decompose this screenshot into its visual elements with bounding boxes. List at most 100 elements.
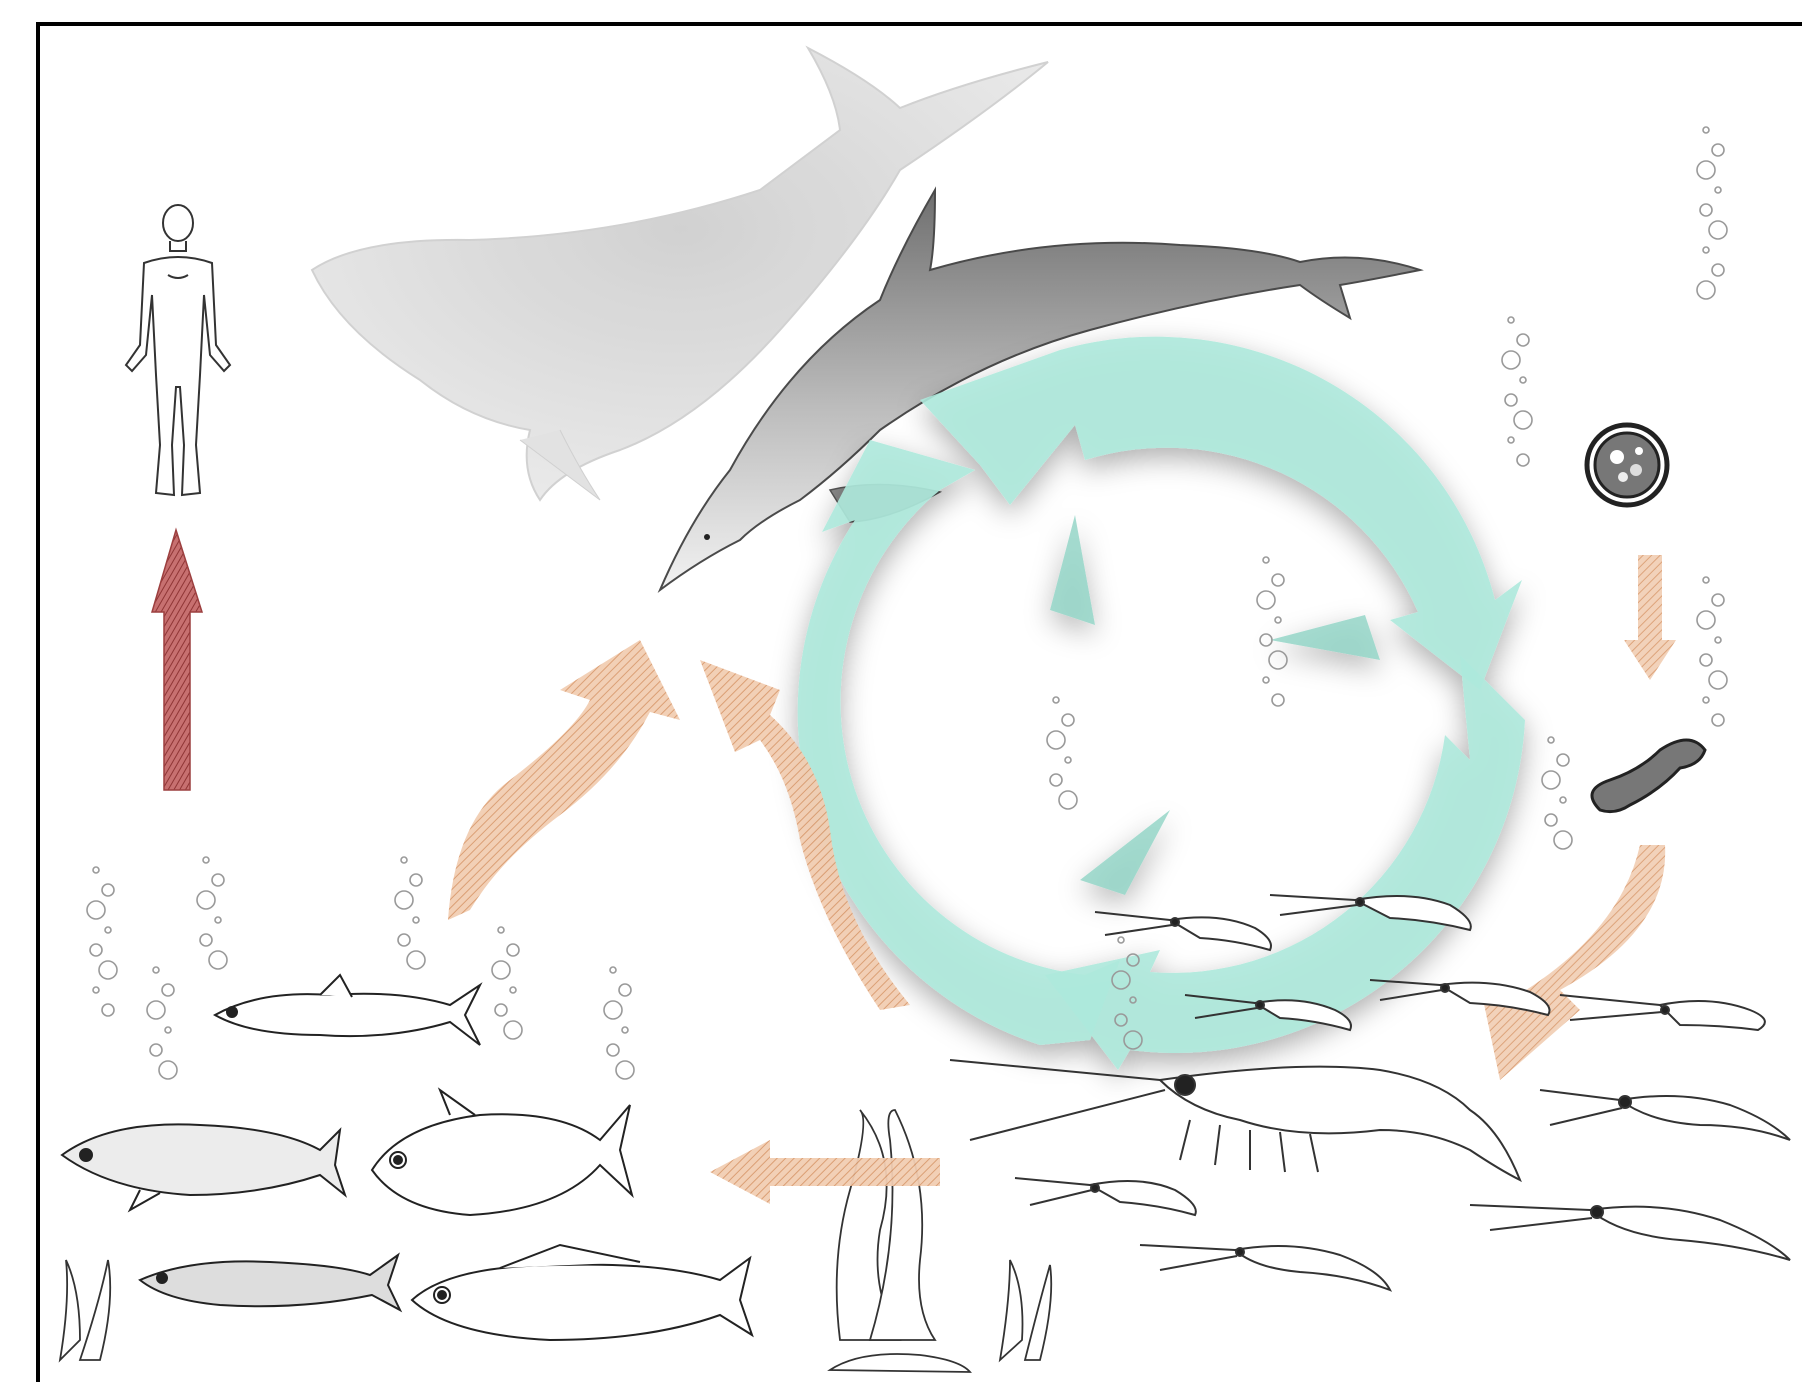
bubble [1712,144,1724,156]
bubble [401,857,407,863]
flow-arrow-larva-to-krill [1480,845,1665,1080]
bubble [1715,637,1721,643]
bubble [93,987,99,993]
bubble [1059,791,1077,809]
bubble [1697,161,1715,179]
bubble [150,1044,162,1056]
bubble [1709,221,1727,239]
flow-arrow-fish-to-dolphin [448,640,680,920]
krill-small [1370,980,1550,1015]
bubble [1703,577,1709,583]
bubble [616,1061,634,1079]
bubble [1263,557,1269,563]
zooplankton-larva [1592,740,1705,812]
bubble [510,987,516,993]
bubble [1517,334,1529,346]
bubble [215,917,221,923]
phytoplankton-cell [1587,425,1667,505]
bubble [1257,591,1275,609]
herring [215,975,480,1045]
tuna [372,1090,632,1215]
bubble [99,961,117,979]
bubble [507,944,519,956]
bubble [1697,281,1715,299]
bubble [1712,594,1724,606]
bubble [203,857,209,863]
bubble [1545,814,1557,826]
bubble [159,1061,177,1079]
bubble [87,901,105,919]
flow-arrow-phyto-to-larva [1624,555,1676,680]
mackerel [62,1124,345,1210]
bubble [1554,831,1572,849]
bubble [504,1021,522,1039]
bubble [1263,677,1269,683]
bubble [1712,264,1724,276]
human-figure [126,205,230,495]
bubble [200,934,212,946]
bubble [197,891,215,909]
bubble [398,934,410,946]
bubble [1542,771,1560,789]
bubble [498,927,504,933]
bubble [165,1027,171,1033]
bubble [492,961,510,979]
bubble [1062,714,1074,726]
bubble [1520,377,1526,383]
bubble [1508,437,1514,443]
bubble [1548,737,1554,743]
bubble [1508,317,1514,323]
bubble [619,984,631,996]
krill-small [1140,1245,1390,1290]
nutrient-cycle [798,337,1525,1070]
bubble [1275,617,1281,623]
bubble [495,1004,507,1016]
bubble [209,951,227,969]
human-consumption-arrow [152,530,202,790]
bubble [1560,797,1566,803]
bubble [1053,697,1059,703]
krill-small [1095,912,1271,950]
bubble [610,967,616,973]
bubble [1703,247,1709,253]
krill-small [1540,1090,1790,1140]
bubble [212,874,224,886]
bubble [413,917,419,923]
krill-small [1470,1205,1790,1260]
bubble [147,1001,165,1019]
bubble [105,927,111,933]
horse-mackerel [412,1245,752,1340]
bubble [1700,654,1712,666]
bubble [90,944,102,956]
anchovy [140,1255,400,1310]
bubble [1272,574,1284,586]
bubble [153,967,159,973]
krill-small [1015,1178,1196,1215]
bubble [1709,671,1727,689]
bubble [607,1044,619,1056]
bubble [1715,187,1721,193]
bubble [1118,937,1124,943]
bubble [407,951,425,969]
krill-small [1560,995,1765,1030]
bubble [604,1001,622,1019]
bubble [1703,697,1709,703]
bubble [1502,351,1520,369]
bubble [102,884,114,896]
bubble [622,1027,628,1033]
bubble [410,874,422,886]
bubble [1557,754,1569,766]
bubble [102,1004,114,1016]
bubble [1697,611,1715,629]
bubble [1269,651,1287,669]
bubble [1050,774,1062,786]
bubble [1703,127,1709,133]
bubble [1047,731,1065,749]
bubble [395,891,413,909]
bubble [162,984,174,996]
bubble [1505,394,1517,406]
bubble [93,867,99,873]
bubble [1700,204,1712,216]
bubble [1514,411,1532,429]
